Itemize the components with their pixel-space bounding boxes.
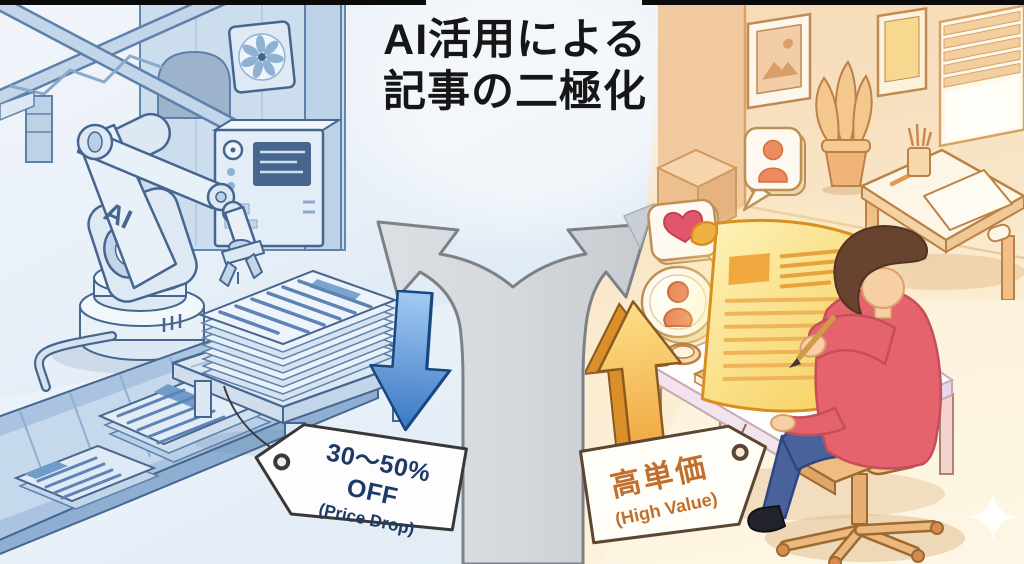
pen-icon (796, 315, 836, 361)
price-drop-tag: 30〜50% OFF (Price Drop) (241, 402, 474, 554)
conveyor-belt-documents (0, 330, 380, 556)
article-image-block (728, 253, 770, 285)
price-drop-arrow (369, 290, 453, 432)
scroll-curl (690, 221, 718, 246)
writer-head (861, 267, 905, 309)
chair-wheel (828, 556, 842, 564)
ventilation-fan-icon (227, 20, 296, 94)
chair-wheel (911, 549, 925, 563)
writer-hair (833, 224, 928, 316)
potted-plant (815, 60, 873, 195)
document-stack (198, 269, 398, 402)
pen-cup (907, 147, 931, 177)
writer-shoe (747, 504, 787, 533)
picture-frame-icon (746, 12, 812, 110)
title-line-2: 記事の二極化 (383, 68, 647, 117)
top-border-bar (0, 0, 426, 5)
truss-beams (0, 0, 252, 163)
human-writer (747, 224, 965, 564)
page-title: AI活用による 記事の二極化 (338, 14, 692, 119)
window-blinds (938, 4, 1024, 148)
article-stack-table (171, 269, 425, 458)
writer-hand (770, 414, 796, 432)
tag-hole (731, 443, 749, 461)
split-path-arrow (376, 220, 650, 564)
pen-nib (789, 358, 801, 368)
top-border-bar (642, 0, 1024, 5)
wall-frame-icon (876, 6, 928, 98)
paper-plane-icon (622, 202, 656, 250)
mouse (987, 223, 1011, 243)
high-value-arrow (585, 300, 682, 468)
ai-robot-arm: AI (52, 123, 265, 374)
chair-wheel (776, 543, 790, 557)
high-value-tag: 高単価 (High Value) (570, 409, 786, 564)
tag-hole (273, 453, 291, 471)
glowing-article-scroll (690, 218, 867, 416)
sparkle-icon (969, 493, 1017, 541)
title-line-1: AI活用による (383, 16, 647, 64)
robot-gripper (219, 240, 265, 287)
side-desk (859, 123, 1024, 300)
person-speech-bubble-icon (742, 126, 806, 212)
conveyor-document (13, 444, 161, 510)
chair-wheel (930, 521, 944, 535)
notepad (923, 169, 1013, 231)
